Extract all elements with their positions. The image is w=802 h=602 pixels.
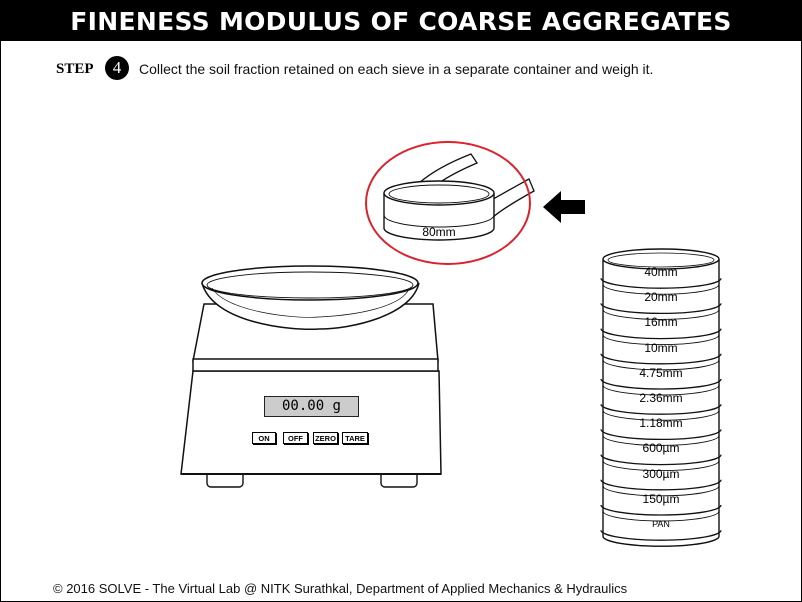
sieve-stack-item-edge: [602, 309, 720, 320]
sieve-stack-item-edge: [602, 384, 720, 396]
page-title: FINENESS MODULUS OF COARSE AGGREGATES: [1, 1, 801, 41]
pointer-arrow-icon: [543, 191, 585, 223]
sieve-pan-label: PAN: [652, 519, 670, 529]
sieve-stack-item-rim: [600, 429, 722, 441]
sieve-label: 10mm: [644, 340, 678, 355]
sieve-label: 40mm: [644, 265, 678, 279]
sieve-stack-item-edge: [602, 460, 720, 472]
scale-zero-button[interactable]: ZERO: [313, 432, 338, 444]
weighing-bowl: [201, 265, 420, 331]
sieve-label: 300µm: [642, 466, 680, 481]
scale-off-button[interactable]: OFF: [283, 432, 308, 444]
step-label: STEP: [56, 61, 94, 77]
scale-on-button[interactable]: ON: [252, 432, 276, 444]
sieve-stack: [600, 248, 722, 547]
selection-highlight-circle: [365, 141, 531, 265]
sieve-pan-rim: [600, 530, 722, 541]
sieve-label: 4.75mm: [639, 365, 683, 380]
sieve-stack-item-rim: [600, 504, 722, 516]
sieve-80mm[interactable]: [383, 180, 495, 241]
sieve-stack-top-inner-rim: [607, 252, 715, 268]
scale-weight-display: 00.00 g: [264, 396, 359, 417]
sieve-label: 16mm: [644, 315, 678, 330]
sieve-label: 1.18mm: [639, 416, 683, 431]
sieve-label: 600µm: [642, 441, 680, 456]
sieve-stack-item-rim: [600, 303, 722, 315]
step-number-badge: 4: [105, 56, 129, 80]
sieve-80mm-label: 80mm: [422, 225, 456, 239]
step-instruction-text: Collect the soil fraction retained on ea…: [139, 61, 654, 77]
sieve-stack-item-edge: [602, 510, 720, 522]
sieve-stack-item-edge: [602, 284, 720, 295]
sieve-stack-item-rim: [600, 479, 722, 491]
sieve-stack-item-edge: [602, 435, 720, 446]
sieve-stack-item-rim: [600, 404, 722, 415]
sieve-stack-item-rim: [600, 328, 722, 340]
sieve-stack-item-edge: [602, 359, 720, 371]
sieve-stack-item-rim: [600, 454, 722, 466]
sieve-stack-item-edge: [602, 485, 720, 497]
footer-copyright: © 2016 SOLVE - The Virtual Lab @ NITK Su…: [53, 581, 628, 596]
sieve-label: 150µm: [642, 491, 680, 506]
sieve-stack-item-rim: [600, 278, 722, 289]
sieve-stack-item-edge: [602, 334, 720, 346]
sieve-stack-item-rim: [600, 378, 722, 390]
sieve-label: 20mm: [644, 290, 678, 305]
sieve-stack-item-rim: [600, 353, 722, 365]
sieve-label: 2.36mm: [639, 391, 683, 405]
sieve-stack-item-edge: [602, 410, 720, 421]
sieve-pan-edge: [602, 536, 720, 547]
scale-tare-button[interactable]: TARE: [342, 432, 368, 444]
weighing-scale: [180, 265, 442, 488]
